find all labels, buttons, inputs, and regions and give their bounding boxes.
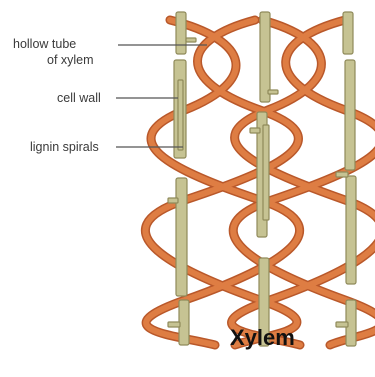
label-lignin-spirals: lignin spirals: [30, 140, 99, 154]
label-hollow-tube-line2: of xylem: [47, 53, 94, 67]
caption-xylem: Xylem: [230, 325, 295, 351]
label-cell-wall: cell wall: [57, 91, 101, 105]
label-hollow-tube-line1: hollow tube: [13, 37, 76, 51]
